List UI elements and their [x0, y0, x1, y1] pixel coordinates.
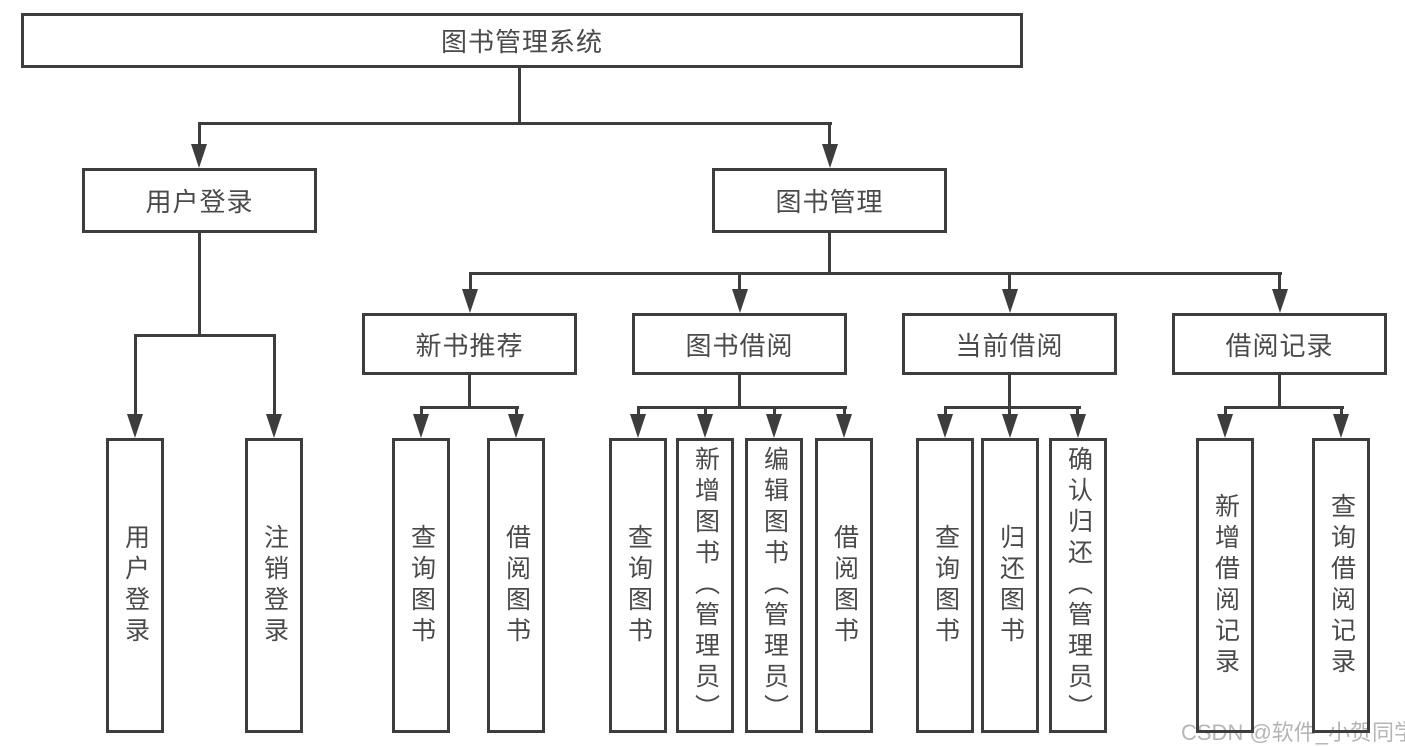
arrowhead-down-icon [462, 289, 478, 313]
node-label: 查询图书 [931, 523, 960, 648]
leaf-return-books: 归还图书 [981, 438, 1039, 733]
connector-line [1224, 406, 1227, 418]
node-label: 确认归还（管理员） [1064, 446, 1093, 725]
leaf-borrow-books-borrowing: 借阅图书 [815, 438, 873, 733]
connector-line [198, 122, 832, 125]
leaf-query-borrow-record: 查询借阅记录 [1312, 438, 1370, 733]
connector-line [738, 375, 741, 409]
node-label: 查询图书 [407, 523, 436, 648]
connector-line [1340, 406, 1343, 418]
node-label: 图书管理 [775, 187, 884, 217]
connector-line [1008, 406, 1011, 418]
node-label: 编辑图书（管理员） [760, 446, 789, 725]
connector-line [1278, 375, 1281, 409]
leaf-borrow-books-recommend: 借阅图书 [487, 438, 545, 733]
node-label: 用户登录 [121, 523, 150, 648]
leaf-query-books-current: 查询图书 [916, 438, 974, 733]
connector-line [843, 406, 846, 418]
leaf-query-books-recommend: 查询图书 [392, 438, 450, 733]
connector-line [828, 122, 831, 148]
connector-line [134, 334, 137, 416]
leaf-add-books-admin: 新增图书（管理员） [676, 438, 734, 733]
csdn-watermark: CSDN @软件_小贺同学 [1181, 720, 1405, 745]
arrowhead-down-icon [266, 414, 282, 438]
leaf-add-borrow-record: 新增借阅记录 [1196, 438, 1254, 733]
node-label: 用户登录 [145, 187, 254, 217]
connector-line [828, 233, 831, 274]
node-new-book-recommendation: 新书推荐 [362, 313, 577, 375]
connector-line [198, 233, 201, 337]
connector-line [1076, 406, 1079, 418]
leaf-user-login: 用户登录 [106, 438, 164, 733]
node-label: 新书推荐 [415, 330, 524, 361]
connector-line [468, 375, 471, 409]
arrowhead-down-icon [413, 414, 429, 438]
arrowhead-down-icon [1217, 414, 1233, 438]
connector-line [134, 334, 276, 337]
node-label: 借阅图书 [502, 523, 531, 648]
node-borrowing-records: 借阅记录 [1172, 313, 1387, 375]
arrowhead-down-icon [630, 414, 646, 438]
connector-line [515, 406, 518, 418]
connector-line [944, 406, 947, 418]
connector-line [469, 272, 472, 292]
arrowhead-down-icon [836, 414, 852, 438]
leaf-confirm-return-admin: 确认归还（管理员） [1049, 438, 1107, 733]
node-label: 新增借阅记录 [1211, 492, 1240, 679]
node-label: 借阅图书 [830, 523, 859, 648]
arrowhead-down-icon [191, 144, 207, 168]
arrowhead-down-icon [732, 289, 748, 313]
node-user-login: 用户登录 [82, 168, 317, 233]
connector-line [1008, 272, 1011, 292]
connector-line [469, 272, 1282, 275]
arrowhead-down-icon [697, 414, 713, 438]
connector-line [738, 272, 741, 292]
node-label: 新增图书（管理员） [691, 446, 720, 725]
arrowhead-down-icon [937, 414, 953, 438]
node-label: 注销登录 [260, 523, 289, 648]
connector-line [1278, 272, 1281, 292]
arrowhead-down-icon [1272, 289, 1288, 313]
arrowhead-down-icon [127, 414, 143, 438]
connector-line [420, 406, 519, 409]
connector-line [273, 334, 276, 416]
node-label: 图书借阅 [685, 330, 794, 361]
node-label: 归还图书 [996, 523, 1025, 648]
node-label: 查询图书 [624, 523, 653, 648]
leaf-query-books-borrowing: 查询图书 [609, 438, 667, 733]
node-label: 当前借阅 [955, 330, 1064, 361]
connector-line [704, 406, 707, 418]
connector-line [198, 122, 201, 148]
connector-line [944, 406, 1081, 409]
connector-line [1224, 406, 1344, 409]
arrowhead-down-icon [1070, 414, 1086, 438]
node-current-borrowing: 当前借阅 [902, 313, 1117, 375]
node-book-borrowing: 图书借阅 [632, 313, 847, 375]
arrowhead-down-icon [1002, 414, 1018, 438]
arrowhead-down-icon [508, 414, 524, 438]
node-library-management-system: 图书管理系统 [21, 13, 1023, 68]
leaf-edit-books-admin: 编辑图书（管理员） [745, 438, 803, 733]
arrowhead-down-icon [1002, 289, 1018, 313]
connector-line [420, 406, 423, 418]
arrowhead-down-icon [766, 414, 782, 438]
connector-line [637, 406, 847, 409]
arrowhead-down-icon [822, 144, 838, 168]
connector-line [773, 406, 776, 418]
node-book-management: 图书管理 [712, 168, 947, 233]
arrowhead-down-icon [1333, 414, 1349, 438]
connector-line [1008, 375, 1011, 409]
node-label: 借阅记录 [1225, 330, 1334, 361]
node-label: 图书管理系统 [440, 27, 603, 57]
node-label: 查询借阅记录 [1327, 492, 1356, 679]
connector-line [637, 406, 640, 418]
leaf-logout: 注销登录 [245, 438, 303, 733]
connector-line [518, 68, 521, 122]
